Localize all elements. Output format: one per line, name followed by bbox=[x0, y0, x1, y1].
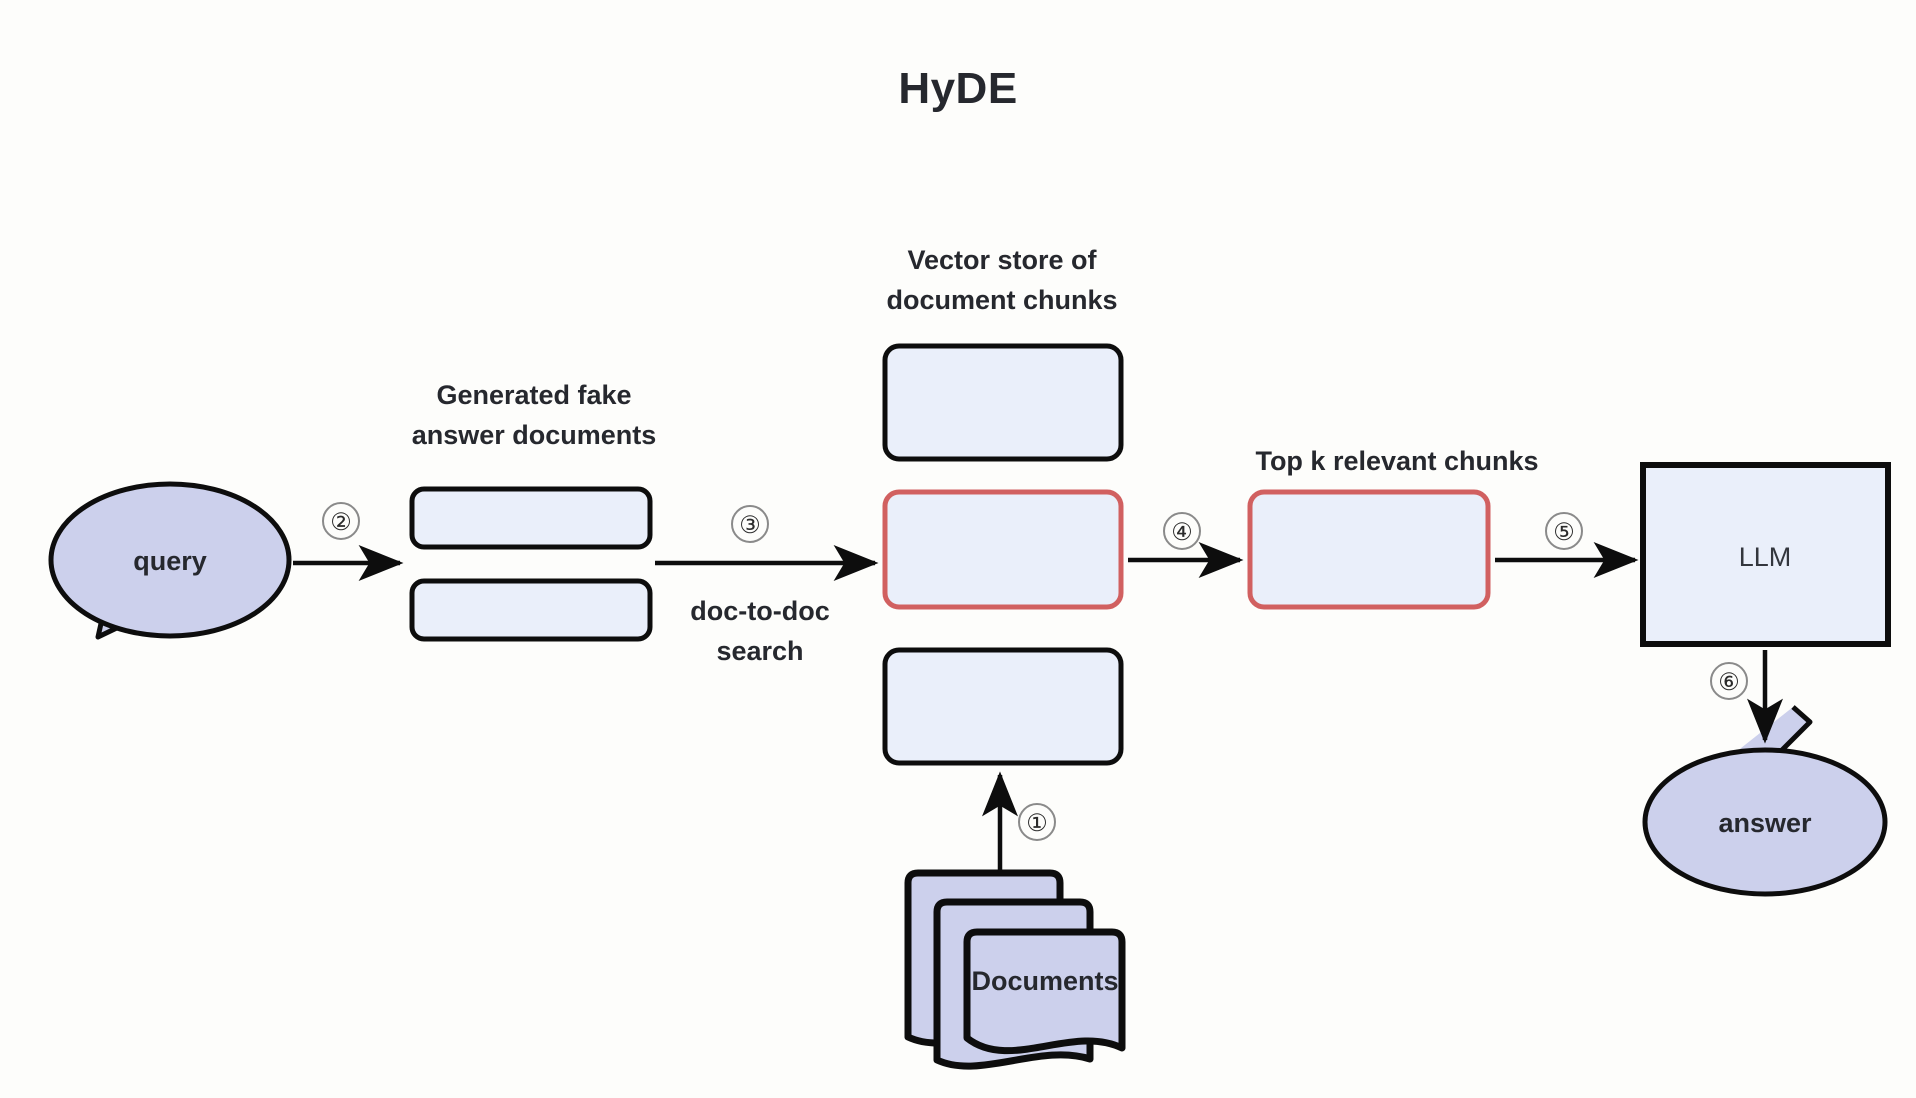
generated-fake-answers-group: Generated fake answer documents bbox=[409, 380, 657, 642]
vector-store-header-line1: Vector store of bbox=[907, 245, 1097, 275]
edge-topk-to-llm: ⑤ bbox=[1495, 512, 1639, 578]
edge-marker-5-circle bbox=[1545, 512, 1583, 550]
edge-store-to-topk: ④ bbox=[1128, 512, 1244, 578]
edge-marker-2-label: ② bbox=[330, 509, 352, 536]
fake-answer-box-1 bbox=[409, 486, 653, 550]
edge-llm-to-answer: ⑥ bbox=[1710, 650, 1783, 744]
documents-sheet-front bbox=[963, 928, 1126, 1055]
edge-marker-4-circle bbox=[1163, 512, 1201, 550]
edge-marker-3-label: ③ bbox=[739, 512, 761, 539]
topk-group: Top k relevant chunks bbox=[1247, 446, 1539, 610]
vector-store-group: Vector store of document chunks bbox=[882, 245, 1124, 766]
edge-marker-6-circle bbox=[1710, 662, 1748, 700]
page-title: HyDE bbox=[898, 64, 1017, 113]
query-bubble: query bbox=[48, 481, 292, 640]
query-bubble-label: query bbox=[133, 546, 207, 576]
edge-label-doc-to-doc-line2: search bbox=[716, 636, 803, 666]
edge-marker-6-label: ⑥ bbox=[1718, 669, 1740, 696]
topk-header: Top k relevant chunks bbox=[1255, 446, 1538, 476]
answer-bubble-body bbox=[1642, 747, 1888, 897]
vector-store-chunk-3 bbox=[882, 647, 1124, 766]
edge-marker-1-label: ① bbox=[1026, 810, 1048, 837]
llm-box bbox=[1640, 462, 1891, 647]
edge-marker-5-label: ⑤ bbox=[1553, 519, 1575, 546]
fake-answers-header-line1: Generated fake bbox=[436, 380, 631, 410]
documents-label: Documents bbox=[971, 966, 1118, 996]
llm-label: LLM bbox=[1739, 542, 1792, 572]
edge-label-doc-to-doc-line1: doc-to-doc bbox=[690, 596, 829, 626]
edge-marker-3-circle bbox=[731, 505, 769, 543]
vector-store-header-line2: document chunks bbox=[886, 285, 1117, 315]
topk-chunk-box bbox=[1247, 489, 1491, 610]
fake-answer-box-2 bbox=[409, 578, 653, 642]
answer-bubble-label: answer bbox=[1718, 808, 1812, 838]
edge-marker-1-circle bbox=[1018, 803, 1056, 841]
edge-documents-to-store: ① bbox=[982, 771, 1056, 872]
fake-answers-header-line2: answer documents bbox=[412, 420, 657, 450]
answer-bubble: answer bbox=[1642, 705, 1888, 897]
query-bubble-body bbox=[48, 481, 292, 639]
edge-marker-2-circle bbox=[322, 502, 360, 540]
edge-marker-4-label: ④ bbox=[1171, 519, 1193, 546]
llm-node: LLM bbox=[1640, 462, 1891, 647]
documents-stack: Documents bbox=[904, 869, 1126, 1070]
vector-store-chunk-1 bbox=[882, 343, 1124, 462]
edge-fake-answers-to-store: ③ doc-to-doc search bbox=[655, 505, 879, 666]
edge-query-to-fake-answers: ② bbox=[293, 502, 404, 581]
vector-store-chunk-2-highlighted bbox=[882, 489, 1124, 610]
